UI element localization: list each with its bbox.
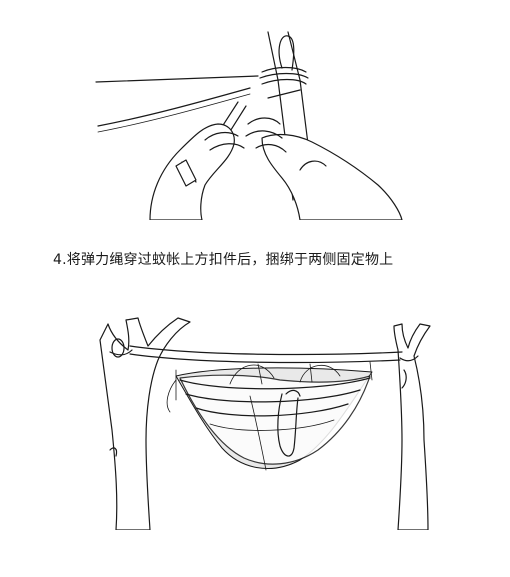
step-caption: 4.将弹力绳穿过蚊帐上方扣件后，捆绑于两侧固定物上 (53, 251, 393, 269)
tying-cord-illustration (0, 20, 510, 220)
hammock-net-illustration (0, 300, 510, 530)
